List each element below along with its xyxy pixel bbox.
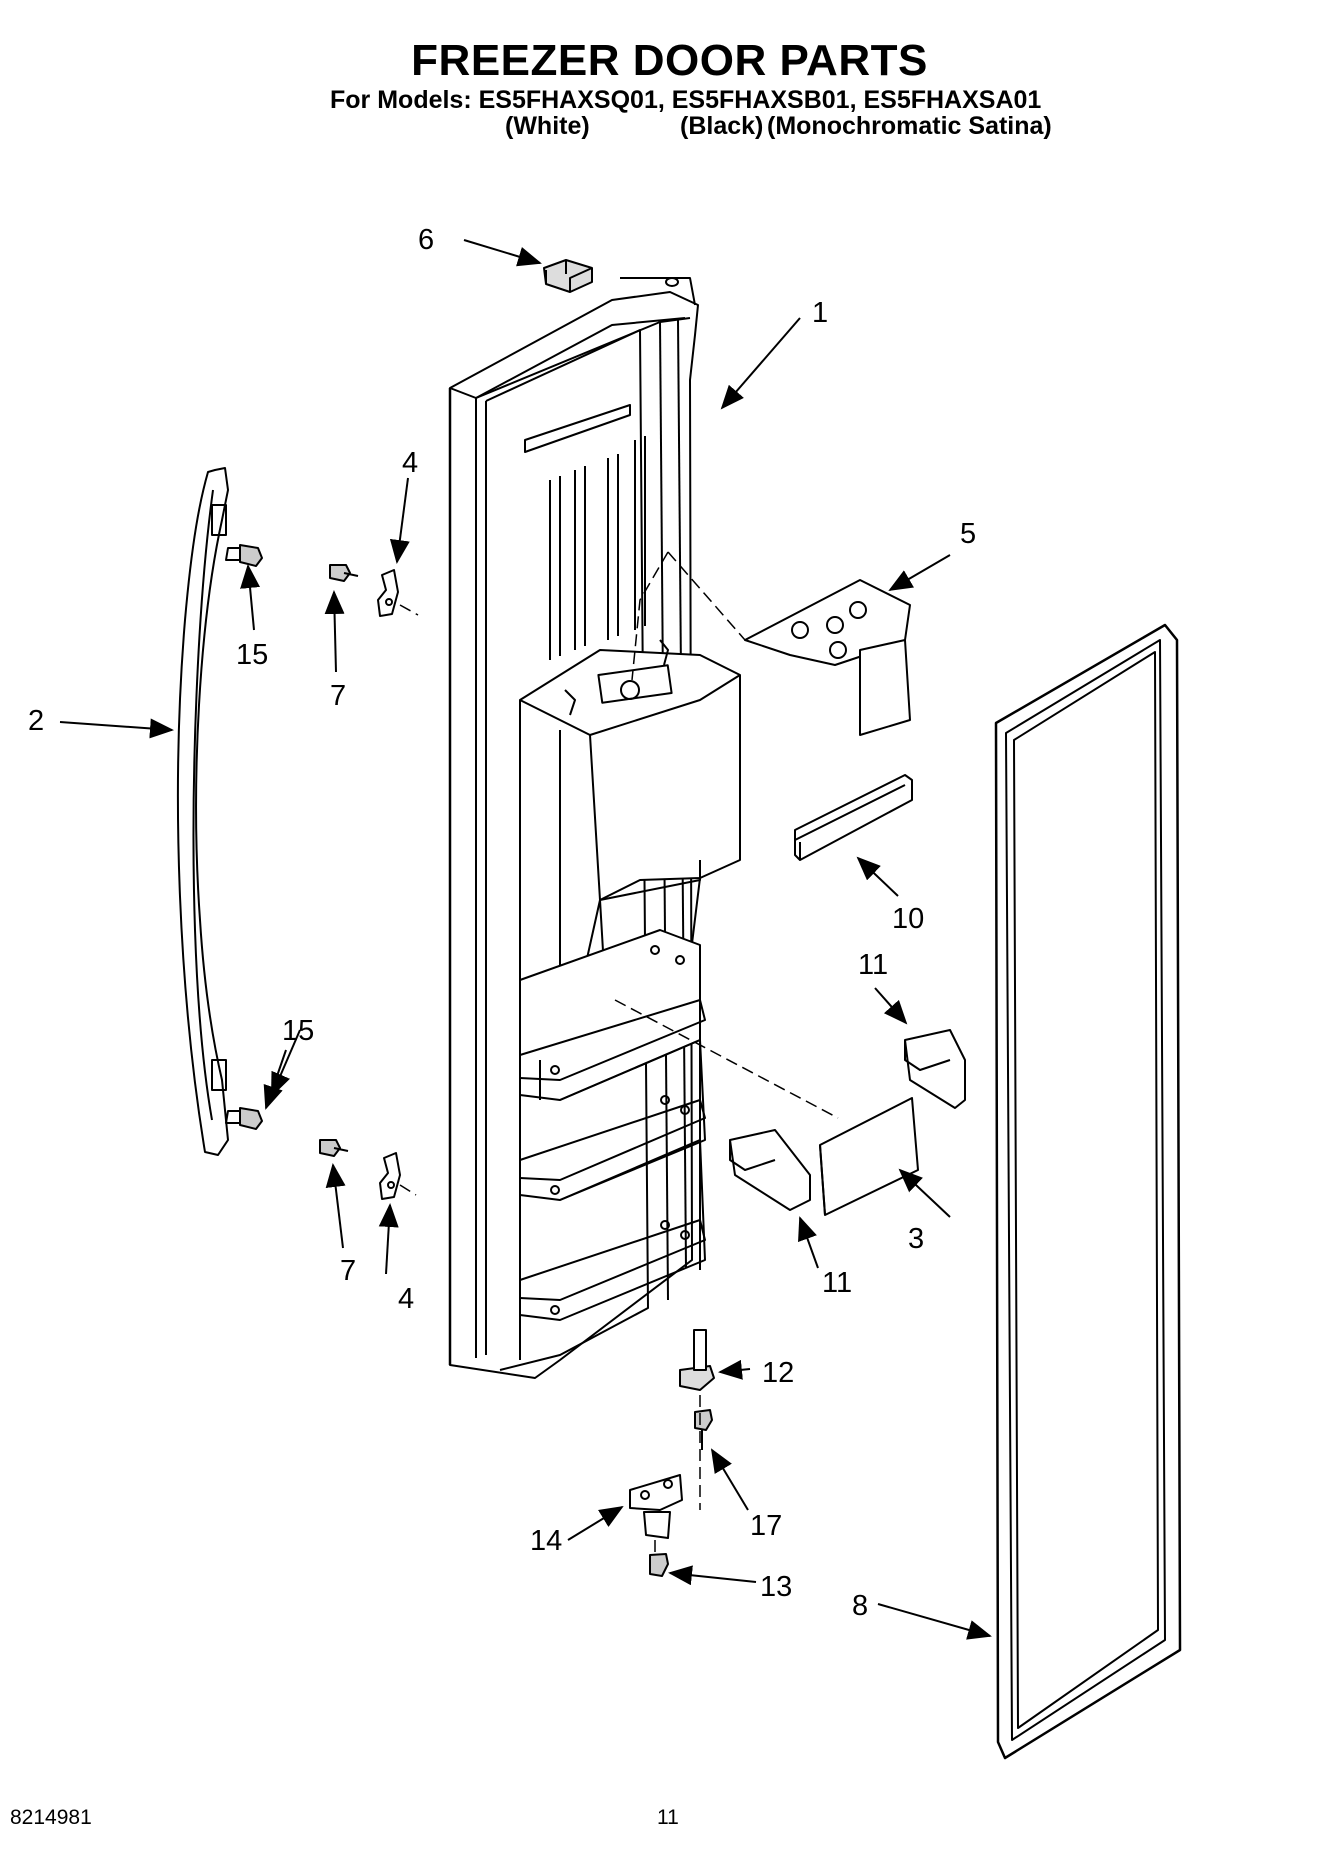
callout-6: 6: [418, 224, 434, 256]
bottom-hinge-part: [629, 1474, 683, 1539]
hinge-cap-part: [543, 259, 593, 293]
callout-7-lower: 7: [340, 1255, 356, 1287]
trim-panel-part: [819, 1097, 919, 1216]
handle-screw-lower: [225, 1107, 263, 1130]
callout-17: 17: [750, 1510, 782, 1542]
callout-8: 8: [852, 1590, 868, 1622]
dispenser-bracket-part: [744, 579, 911, 736]
callout-7-upper: 7: [330, 680, 346, 712]
callout-10: 10: [892, 903, 924, 935]
hinge-screw-17: [694, 1409, 713, 1450]
variant-black: (Black): [680, 112, 764, 140]
end-cap-upper: [904, 1029, 966, 1109]
document-number: 8214981: [10, 1806, 92, 1829]
hinge-pin-part: [679, 1329, 715, 1391]
hinge-screw-13: [649, 1553, 669, 1577]
callout-11-upper: 11: [858, 949, 888, 981]
callout-4-lower: 4: [398, 1283, 414, 1315]
freezer-door-part: [448, 277, 741, 1379]
handle-mount-upper: [377, 569, 399, 617]
callout-15-upper: 15: [236, 639, 268, 671]
callout-5: 5: [960, 518, 976, 550]
callout-13: 13: [760, 1571, 792, 1603]
variant-white: (White): [505, 112, 590, 140]
mount-screw-lower: [319, 1139, 349, 1157]
page-title: FREEZER DOOR PARTS: [411, 36, 928, 85]
callout-11-lower: 11: [822, 1267, 852, 1299]
callout-4-upper: 4: [402, 447, 418, 479]
handle-mount-lower: [379, 1152, 401, 1200]
callout-1: 1: [812, 297, 828, 329]
handle-screw-upper: [225, 544, 263, 567]
callout-14: 14: [530, 1525, 562, 1557]
callout-leaders: [59, 239, 992, 1640]
callout-15-lower: 15: [282, 1015, 314, 1047]
door-gasket-part: [994, 623, 1182, 1760]
mount-screw-upper: [329, 564, 359, 582]
callout-12: 12: [762, 1357, 794, 1389]
door-handle-part: [176, 467, 229, 1156]
door-channel-part: [794, 774, 913, 861]
page-number: 11: [657, 1806, 679, 1829]
callout-2: 2: [28, 705, 44, 737]
assembly-guide-lines: [399, 551, 839, 1555]
callout-3: 3: [908, 1223, 924, 1255]
end-cap-lower: [729, 1129, 811, 1211]
models-line: For Models: ES5FHAXSQ01, ES5FHAXSB01, ES…: [330, 86, 1042, 114]
variant-satina: (Monochromatic Satina): [767, 112, 1052, 140]
